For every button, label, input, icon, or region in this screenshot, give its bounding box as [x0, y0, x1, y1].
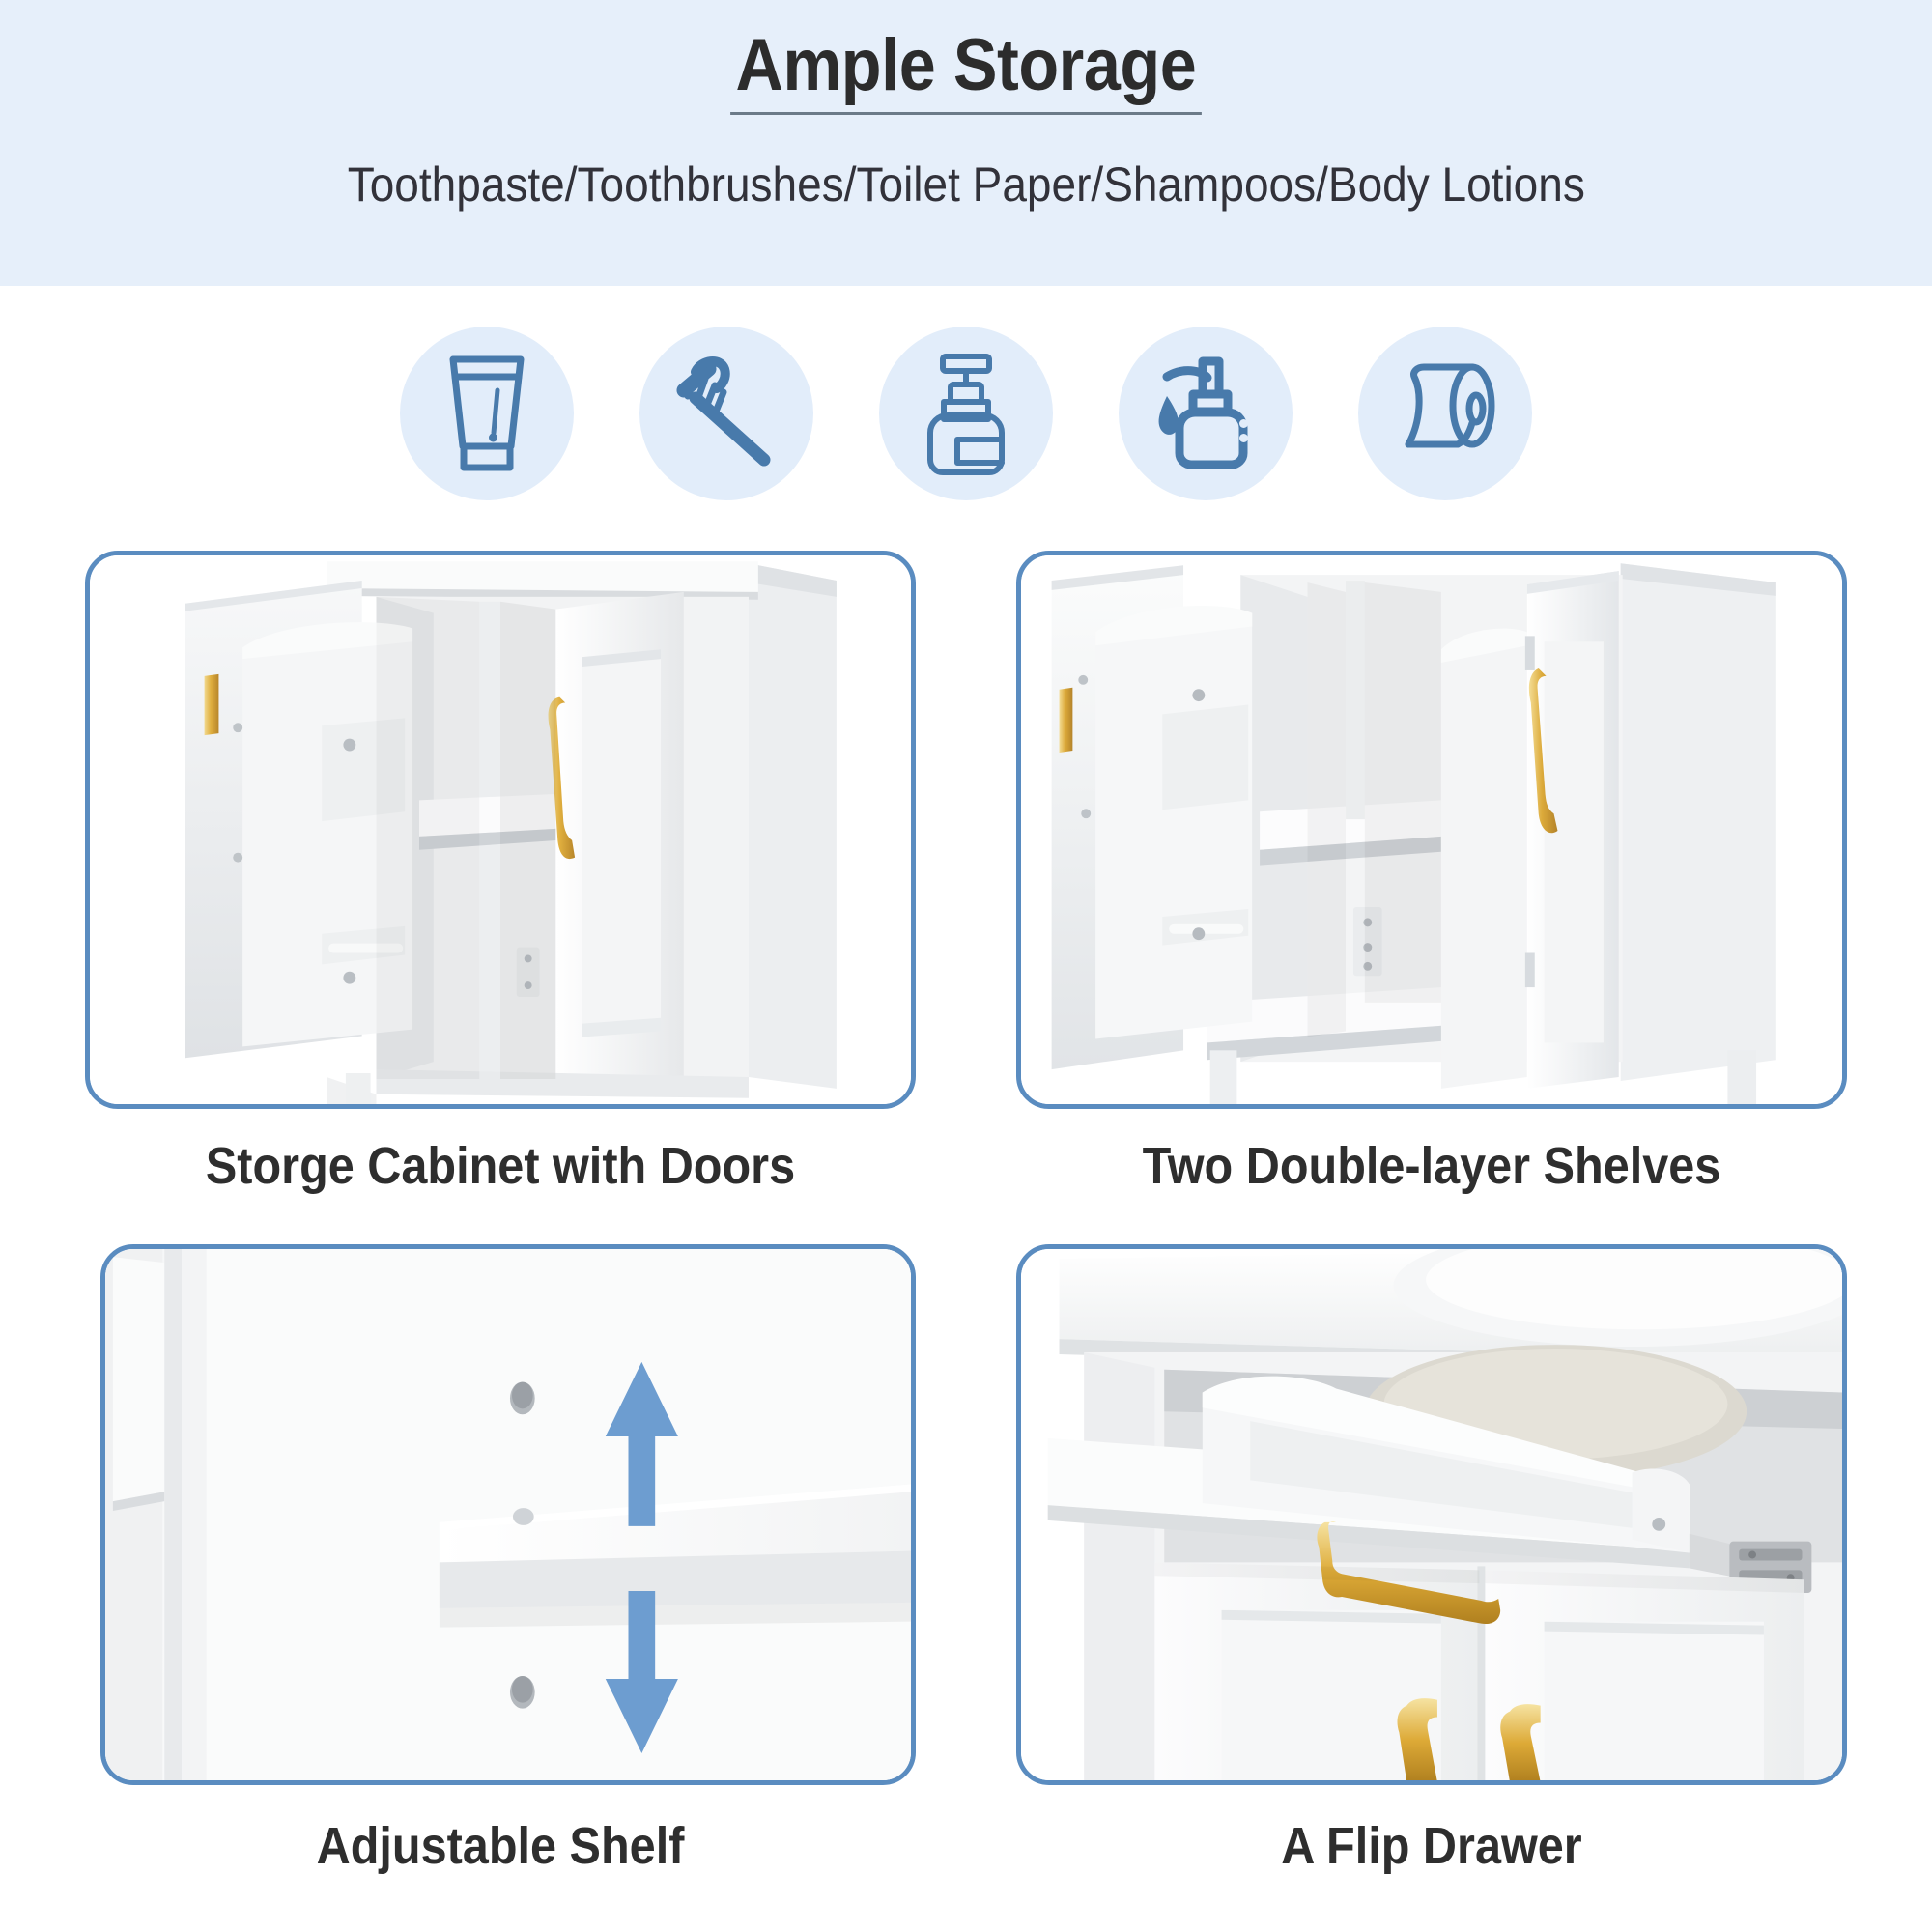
adjustable-shelf-photo: [105, 1249, 911, 1780]
product-icon-row: [0, 327, 1932, 500]
storage-cabinet-photo: [90, 555, 911, 1104]
double-layer-shelves-photo: [1021, 555, 1842, 1104]
caption-flip-drawer: A Flip Drawer: [1281, 1817, 1582, 1875]
page-title-wrap: Ample Storage: [0, 27, 1932, 115]
page-subtitle-wrap: Toothpaste/Toothbrushes/Toilet Paper/Sha…: [0, 156, 1932, 213]
lotion-dispenser-icon: [1119, 327, 1293, 500]
page-subtitle: Toothpaste/Toothbrushes/Toilet Paper/Sha…: [347, 157, 1585, 212]
panel-adjustable-shelf: [100, 1244, 916, 1785]
shampoo-pump-bottle-icon: [879, 327, 1053, 500]
panel-double-layer-shelves: [1016, 551, 1847, 1109]
panel-flip-drawer: [1016, 1244, 1847, 1785]
header-band: Ample Storage Toothpaste/Toothbrushes/To…: [0, 0, 1932, 286]
page-title: Ample Storage: [730, 27, 1202, 115]
toothbrush-icon: [639, 327, 813, 500]
caption-adjustable-shelf: Adjustable Shelf: [316, 1817, 685, 1875]
toothpaste-tube-icon: [400, 327, 574, 500]
toilet-paper-roll-icon: [1358, 327, 1532, 500]
panel-storage-cabinet: [85, 551, 916, 1109]
caption-double-layer-shelves: Two Double-layer Shelves: [1142, 1137, 1721, 1195]
caption-storage-cabinet: Storge Cabinet with Doors: [205, 1137, 796, 1195]
flip-drawer-photo: [1021, 1249, 1842, 1780]
